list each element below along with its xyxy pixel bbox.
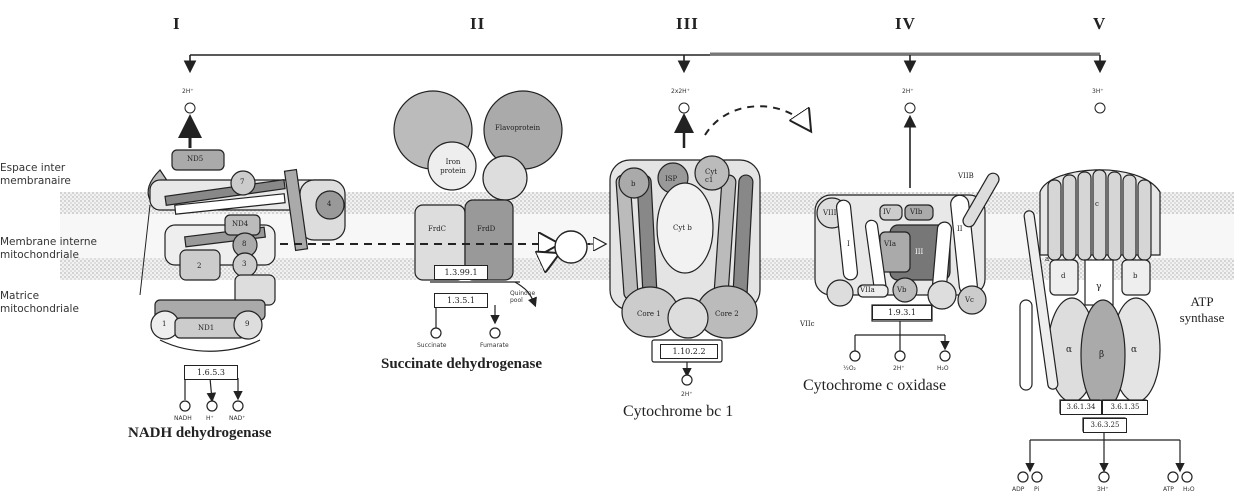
complex-v-ec-box-3: 3.6.3.25 — [1083, 418, 1127, 433]
c5-subunit-c: c — [1095, 200, 1099, 208]
complex-iv-ec-box: 1.9.3.1 — [872, 305, 932, 320]
complex-iii-numeral: III — [676, 14, 699, 34]
c1-subunit-nd5: ND5 — [187, 155, 203, 163]
c1-subunit-8: 8 — [242, 240, 246, 248]
c3-subunit-isp: ISP — [665, 175, 677, 183]
c5-subunit-b: b — [1133, 272, 1137, 280]
complex-v-protons-in: 3H⁺ — [1097, 486, 1109, 493]
c1-subunit-1: 1 — [162, 320, 166, 328]
proton-bracket — [190, 54, 1100, 70]
complex-v-ec-box-2: 3.6.1.35 — [1102, 400, 1148, 415]
complex-iv-product-h2o: H₂O — [937, 365, 949, 372]
c2-subunit-frdd: FrdD — [477, 225, 495, 233]
complex-i-protons-label: 2H⁺ — [182, 88, 194, 95]
complex-v-name: ATP synthase — [1172, 294, 1232, 326]
uq-circle — [555, 231, 587, 263]
c5-subunit-d: d — [1061, 272, 1065, 280]
c4-subunit-iv: IV — [883, 208, 891, 216]
complex-ii-ec-box-2: 1.3.5.1 — [434, 293, 488, 308]
complex-v-h2o: H₂O — [1183, 486, 1195, 493]
c2-subunit-frdc: FrdC — [428, 225, 446, 233]
complex-ii-ec-box-1: 1.3.99.1 — [434, 265, 488, 280]
c2-subunit-iron: Iron protein — [438, 158, 468, 176]
complex-iii-ec-box: 1.10.2.2 — [660, 344, 718, 359]
c5-subunit-alpha: α — [1066, 345, 1072, 355]
c5-subunit-beta: β — [1099, 350, 1104, 360]
complex-iii-name: Cytochrome bc 1 — [623, 403, 733, 421]
complex-v-protons-label: 3H⁺ — [1092, 88, 1104, 95]
complex-i-name: NADH dehydrogenase — [128, 425, 271, 442]
complex-i-ec-box: 1.6.5.3 — [184, 365, 238, 380]
c3-subunit-b: b — [631, 180, 635, 188]
inner-membrane-label: Membrane interne mitochondriale — [0, 236, 97, 262]
c3-subunit-core2: Core 2 — [715, 310, 739, 318]
c5-subunit-a: a — [1045, 255, 1049, 263]
c4-subunit-viii: VIII — [823, 209, 836, 217]
c4-subunit-vib: VIb — [910, 208, 922, 216]
complex-i-substrate-h: H⁺ — [206, 415, 214, 422]
c3-subunit-cytb: Cyt b — [673, 224, 692, 232]
c3-subunit-core1: Core 1 — [637, 310, 661, 318]
fumarate-label: Fumarate — [480, 342, 509, 349]
c1-subunit-7: 7 — [240, 178, 244, 186]
complex-iv-name: Cytochrome c oxidase — [803, 377, 946, 395]
complex-i-product-nad: NAD⁺ — [229, 415, 245, 422]
c5-subunit-gamma: γ — [1096, 282, 1101, 292]
c1-subunit-4: 4 — [327, 200, 331, 208]
complex-iii-protons-label: 2x2H⁺ — [671, 88, 690, 95]
c1-subunit-nd4: ND4 — [232, 220, 248, 228]
c4-subunit-via: VIa — [884, 240, 896, 248]
c1-subunit-9: 9 — [245, 320, 249, 328]
c4-subunit-iii: III — [915, 248, 923, 256]
c4-subunit-vc: Vc — [965, 296, 974, 304]
intermembrane-space-label: Espace inter membranaire — [0, 162, 71, 188]
c4-subunit-viib: VIIB — [958, 172, 974, 180]
c4-subunit-viia: VIIa — [860, 286, 875, 294]
c4-subunit-i: I — [847, 240, 850, 248]
complex-v-numeral: V — [1093, 14, 1106, 34]
complex-i-shape — [140, 120, 345, 351]
complex-iv-numeral: IV — [895, 14, 916, 34]
quinone-pool-label: Quinone pool — [510, 290, 544, 304]
c5-subunit-alpha-2: α — [1131, 345, 1137, 355]
c3-subunit-cytc1: Cyt c1 — [705, 168, 723, 184]
complex-i-numeral: I — [173, 14, 181, 34]
succinate-label: Succinate — [417, 342, 446, 349]
matrix-label: Matrice mitochondriale — [0, 290, 79, 316]
complex-i-substrate-nadh: NADH — [174, 415, 192, 422]
complex-iv-product-o2: ½O₂ — [843, 365, 856, 372]
complex-iv-protons-label: 2H⁺ — [902, 88, 914, 95]
c1-subunit-2: 2 — [197, 262, 201, 270]
complex-v-ec-box-1: 3.6.1.34 — [1060, 400, 1102, 415]
c1-subunit-3: 3 — [242, 260, 246, 268]
complex-ii-name: Succinate dehydrogenase — [381, 356, 542, 373]
complex-iii-protons-in: 2H⁺ — [681, 391, 693, 398]
complex-ii-numeral: II — [470, 14, 485, 34]
complex-v-atp: ATP — [1163, 486, 1174, 493]
c4-subunit-viic: VIIc — [800, 320, 815, 328]
c1-subunit-nd1: ND1 — [198, 324, 214, 332]
complex-v-adp: ADP — [1012, 486, 1024, 493]
complex-iv-shape — [815, 118, 1001, 361]
complex-iv-product-h: 2H⁺ — [893, 365, 905, 372]
complex-v-pi: Pi — [1034, 486, 1039, 493]
c4-subunit-vb: Vb — [897, 286, 907, 294]
c4-subunit-ii: II — [957, 225, 963, 233]
c2-subunit-flavo: Flavoprotein — [495, 124, 540, 132]
proton-circles-top — [185, 103, 1105, 113]
